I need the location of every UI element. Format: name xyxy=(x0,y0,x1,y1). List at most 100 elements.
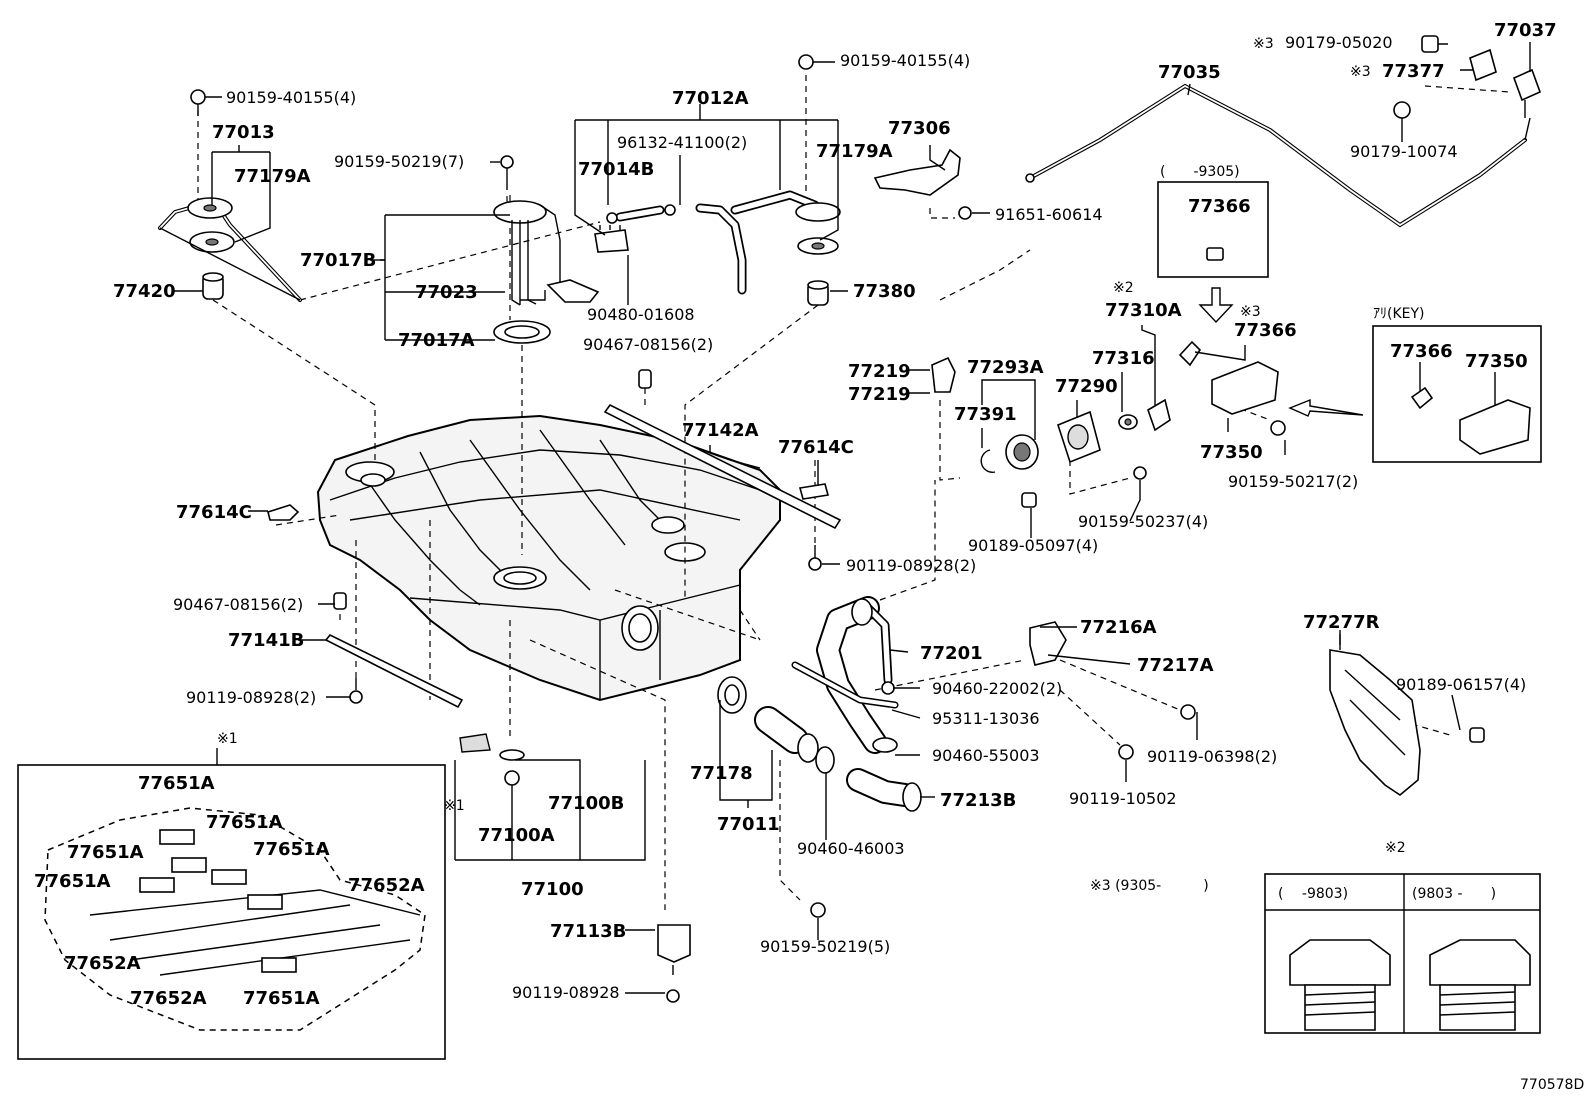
label-90179-05020: 90179-05020 xyxy=(1285,33,1393,52)
label-90460-46003: 90460-46003 xyxy=(797,839,905,858)
bolt-90159-40155-right xyxy=(798,54,814,70)
label-77035: 77035 xyxy=(1158,62,1221,83)
gasket-77100B xyxy=(499,749,525,761)
label-77037: 77037 xyxy=(1494,20,1557,41)
bracket-77216A xyxy=(1029,621,1067,666)
cover-77113B xyxy=(657,924,691,963)
bolt-90159-50219-5 xyxy=(810,902,826,918)
label-77614C-right: 77614C xyxy=(778,437,854,458)
label-77013: 77013 xyxy=(212,122,275,143)
box-filler-cap-variants xyxy=(1264,873,1541,1034)
sender-gauge-77013 xyxy=(158,197,302,302)
label-77651A-2: 77651A xyxy=(206,812,283,833)
label-90159-50217: 90159-50217(2) xyxy=(1228,472,1358,491)
label-77316: 77316 xyxy=(1092,348,1155,369)
box-insulator-set xyxy=(17,764,446,1060)
label-77216A: 77216A xyxy=(1080,617,1157,638)
lever-77037 xyxy=(1512,68,1542,118)
label-77011: 77011 xyxy=(717,814,780,835)
band-77141B xyxy=(324,633,464,709)
pipe-77011 xyxy=(754,706,819,763)
bolt-90119-08928-b xyxy=(349,678,363,704)
clamp-90460-46003 xyxy=(815,746,835,774)
ring-77391 xyxy=(980,449,996,473)
bolt-90119-10502 xyxy=(1118,744,1134,760)
bolt-90119-06398 xyxy=(1180,704,1196,720)
label-ticks xyxy=(216,104,1403,765)
label-77652A-1: 77652A xyxy=(348,875,425,896)
box-77366-9305 xyxy=(1157,181,1269,324)
label-90467-08156-top: 90467-08156(2) xyxy=(583,335,713,354)
clip-90460-22002 xyxy=(881,681,895,695)
label-77293A: 77293A xyxy=(967,357,1044,378)
dashed-assembly-lines xyxy=(197,75,1511,910)
label-77179A-left: 77179A xyxy=(234,166,311,187)
clip-77377 xyxy=(1469,48,1497,82)
label-77651A-3: 77651A xyxy=(67,842,144,863)
bolt-90119-08928 xyxy=(666,965,680,1003)
label-77178: 77178 xyxy=(690,763,753,784)
label-90119-08928-b: 90119-08928(2) xyxy=(186,688,316,707)
label-cap-column-2: (9803 - ) xyxy=(1412,886,1496,902)
gasket-77316 xyxy=(1118,414,1138,430)
label-90119-08928-a: 90119-08928(2) xyxy=(846,556,976,575)
label-77651A-1: 77651A xyxy=(138,773,215,794)
hose-77178 xyxy=(717,676,747,714)
label-77377: 77377 xyxy=(1382,61,1445,82)
label-77100: 77100 xyxy=(521,879,584,900)
label-77219-a: 77219 xyxy=(848,361,911,382)
label-77100B: 77100B xyxy=(548,793,624,814)
part-number-labels: 90159-40155(4) 77013 77179A 90159-50219(… xyxy=(34,20,1584,1093)
clip-90179-10074 xyxy=(1393,101,1411,119)
note-mark3-c: ※3 xyxy=(1240,304,1261,320)
bolt-91651-60614 xyxy=(958,206,972,220)
label-77277R: 77277R xyxy=(1303,612,1380,633)
label-77017B: 77017B xyxy=(300,250,376,271)
label-77391: 77391 xyxy=(954,404,1017,425)
label-range-9305: ( -9305) xyxy=(1160,164,1240,180)
pad-77614C-left xyxy=(267,504,300,521)
label-90189-05097: 90189-05097(4) xyxy=(968,536,1098,555)
clip-90189-06157 xyxy=(1469,727,1485,743)
label-90119-08928: 90119-08928 xyxy=(512,983,620,1002)
label-77023: 77023 xyxy=(415,282,478,303)
gauge-plate-77179A-right xyxy=(795,202,841,255)
note-mark3-b: ※3 xyxy=(1350,64,1371,80)
label-77366-mid: 77366 xyxy=(1234,320,1297,341)
fuel-tank xyxy=(316,414,781,702)
box-key-variant xyxy=(1372,325,1542,463)
retainer-77293A xyxy=(1005,434,1039,470)
label-77366-box: 77366 xyxy=(1188,196,1251,217)
label-key-variant: ｱﾘ(KEY) xyxy=(1373,306,1425,322)
hose-77213B xyxy=(846,768,922,812)
pipe-77012A xyxy=(695,190,820,295)
label-77651A-4: 77651A xyxy=(253,839,330,860)
label-77350-key: 77350 xyxy=(1465,351,1528,372)
label-77380: 77380 xyxy=(853,281,916,302)
bracket-77306 xyxy=(873,148,961,196)
label-77651A-5: 77651A xyxy=(34,871,111,892)
fuel-pump-77017B xyxy=(493,200,600,344)
bolt-90159-50217 xyxy=(1270,420,1286,436)
grommet-77420 xyxy=(202,272,224,300)
bolt-90159-50219 xyxy=(500,155,514,190)
note-mark1-inline: ※1 xyxy=(444,798,465,814)
label-90119-06398: 90119-06398(2) xyxy=(1147,747,1277,766)
pad-77100 xyxy=(459,733,491,753)
label-77201: 77201 xyxy=(920,643,983,664)
hose-77014B xyxy=(606,204,676,224)
protector-77277R xyxy=(1329,649,1421,796)
note-mark3-range: ※3 (9305- ) xyxy=(1090,878,1209,894)
label-77614C-left: 77614C xyxy=(176,502,252,523)
label-90119-10502: 90119-10502 xyxy=(1069,789,1177,808)
label-90159-50219-5: 90159-50219(5) xyxy=(760,937,890,956)
bolt-90159-40155-left xyxy=(190,89,206,116)
note-mark3-a: ※3 xyxy=(1253,36,1274,52)
bolt-90119-08928-a xyxy=(808,545,822,571)
label-90460-22002: 90460-22002(2) xyxy=(932,679,1062,698)
label-77350: 77350 xyxy=(1200,442,1263,463)
label-77652A-3: 77652A xyxy=(130,988,207,1009)
bolt-90159-50237 xyxy=(1133,466,1147,480)
valve-77100A xyxy=(504,770,520,800)
